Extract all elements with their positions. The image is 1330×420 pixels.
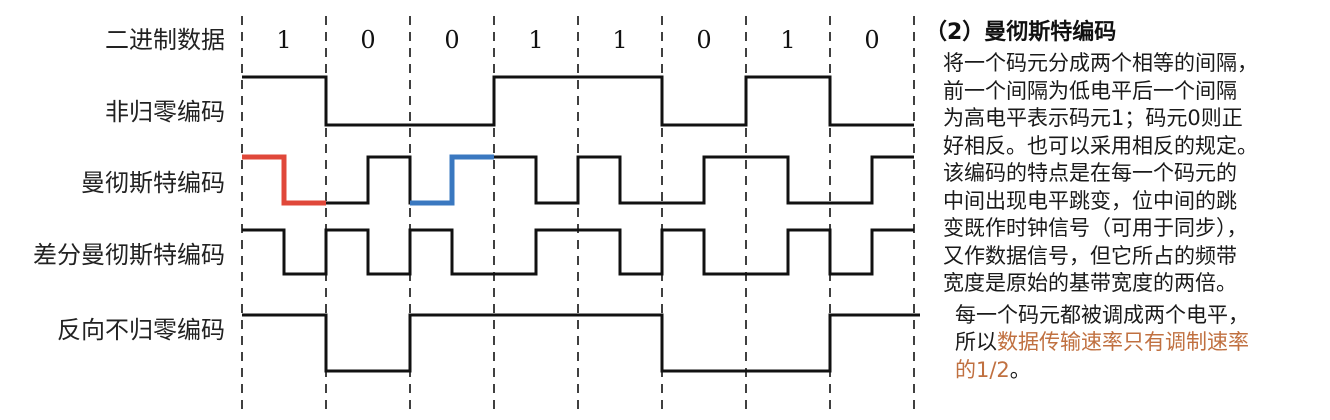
rate-note-highlight-end: 的1/2 [955,357,1010,382]
nrzi-waveform [242,313,920,373]
bit-labels: 1 0 0 1 1 0 1 0 [276,26,879,54]
bit-value-label: 0 [360,26,375,54]
manchester-highlight-bit3 [410,154,494,206]
bit-value-label: 0 [696,26,711,54]
row-label-manchester: 曼彻斯特编码 [81,169,225,197]
bit-value-label: 1 [276,26,291,54]
nrz-waveform [242,75,914,127]
bit-value-label: 0 [864,26,879,54]
row-label-nrz: 非归零编码 [105,98,225,126]
manchester-waveform [242,155,914,205]
diff-manchester-waveform [242,228,914,276]
manchester-highlight-bit1 [242,154,326,206]
rate-note-plain: 所以 [955,330,997,354]
description-line: 宽度是原始的基带宽度的两倍。 [943,271,1237,295]
description-panel: （2）曼彻斯特编码 将一个码元分成两个相等的间隔， 前一个间隔为低电平后一个间隔… [925,14,1325,384]
row-label-nrzi: 反向不归零编码 [57,316,225,344]
description-line: 将一个码元分成两个相等的间隔， [943,51,1258,75]
description-paragraph: 将一个码元分成两个相等的间隔， 前一个间隔为低电平后一个间隔 为高电平表示码元1… [943,50,1325,298]
description-title: （2）曼彻斯特编码 [925,20,1117,45]
rate-note-period: 。 [1009,357,1031,382]
description-line: 变既作时钟信号（可用于同步）， [943,216,1248,240]
rate-note-line1: 每一个码元都被调成两个电平， [955,302,1249,327]
bit-boundary-lines [241,16,915,410]
description-line: 该编码的特点是在每一个码元的 [943,161,1237,185]
bit-value-label: 1 [612,26,627,54]
bit-value-label: 1 [528,26,543,54]
rate-note: 每一个码元都被调成两个电平， 所以数据传输速率只有调制速率 的1/2。 [955,302,1325,385]
description-line: 好相反。也可以采用相反的规定。 [943,133,1258,158]
bit-value-label: 1 [780,26,795,54]
rate-note-line3: 的1/2。 [955,357,1325,385]
description-line: 又作数据信号，但它所占的频带 [943,243,1237,268]
description-line: 中间出现电平跳变，位中间的跳 [943,188,1237,213]
row-label-binary: 二进制数据 [105,26,225,54]
description-line: 前一个间隔为低电平后一个间隔 [943,78,1237,103]
bit-value-label: 0 [444,26,459,54]
row-label-diff-manchester: 差分曼彻斯特编码 [33,241,225,269]
description-line: 为高电平表示码元1；码元0则正 [943,106,1243,130]
rate-note-highlight: 数据传输速率只有调制速率 [997,330,1249,354]
rate-note-line2: 所以数据传输速率只有调制速率 [955,329,1325,357]
